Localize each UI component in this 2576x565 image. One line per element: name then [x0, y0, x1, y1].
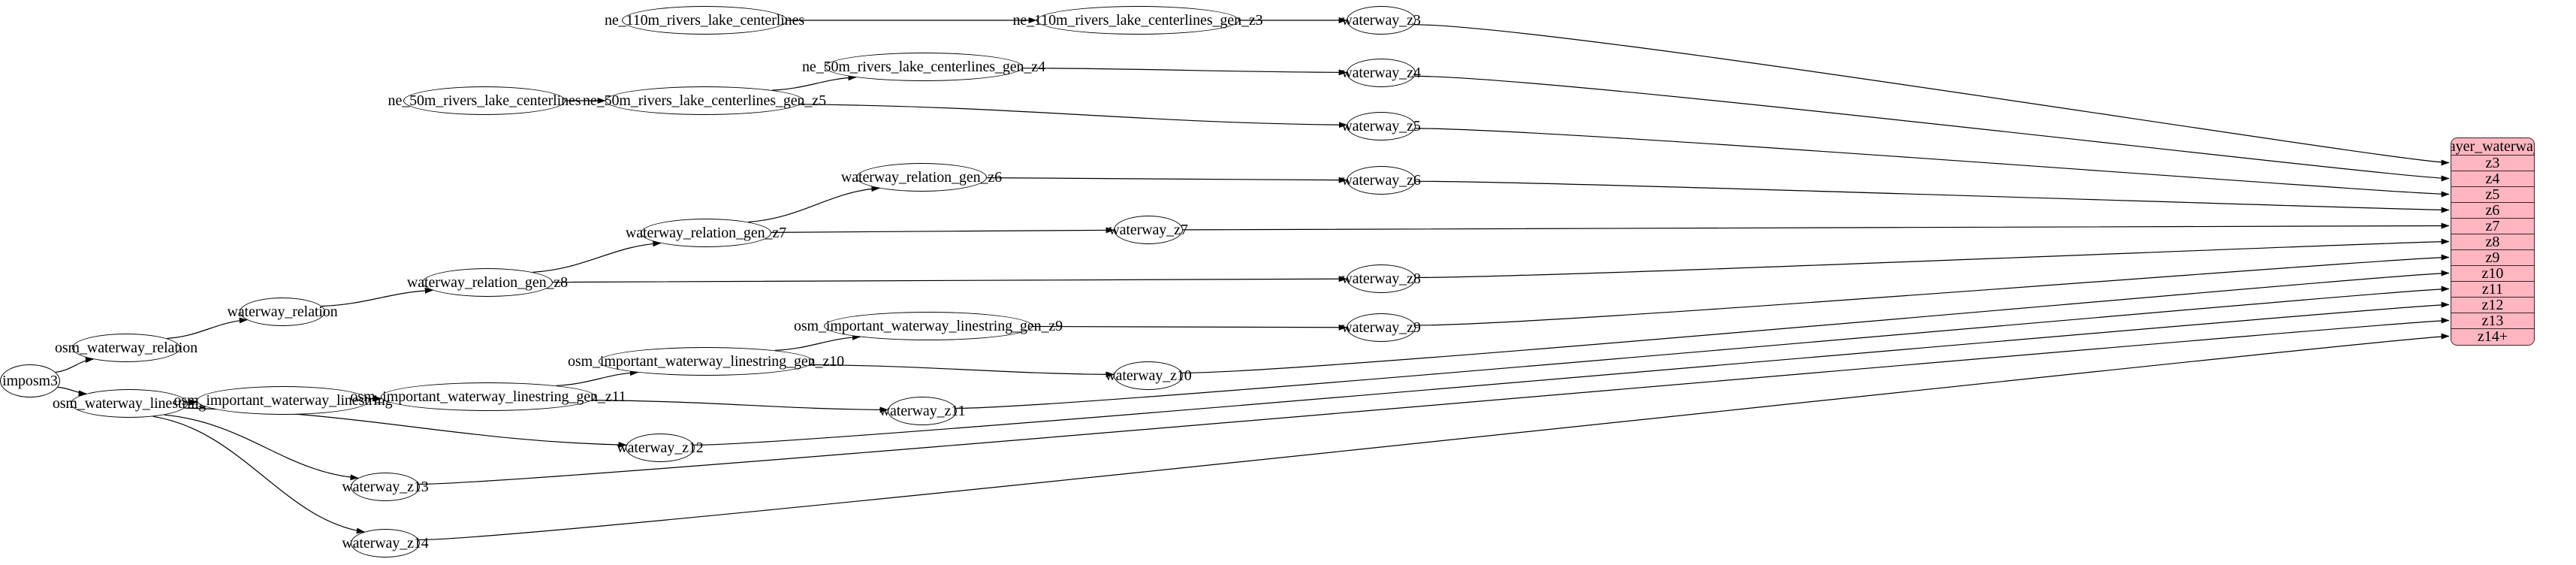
node-waterway_z13[interactable]: waterway_z13 — [342, 473, 429, 501]
node-label: waterway_z4 — [1341, 65, 1421, 81]
node-label: waterway_z5 — [1341, 118, 1421, 134]
node-label: osm_important_waterway_linestring — [173, 392, 393, 409]
node-waterway_z7[interactable]: waterway_z7 — [1109, 216, 1188, 244]
node-waterway_relation_gen_z7[interactable]: waterway_relation_gen_z7 — [626, 219, 786, 247]
node-label: waterway_relation_gen_z6 — [840, 169, 1003, 186]
node-label: ne_110m_rivers_lake_centerlines — [604, 12, 805, 29]
node-waterway_z4[interactable]: waterway_z4 — [1341, 59, 1421, 87]
node-osm_important_waterway_linestring[interactable]: osm_important_waterway_linestring — [173, 386, 393, 415]
node-osm_waterway_linestring[interactable]: osm_waterway_linestring — [53, 389, 206, 418]
node-waterway_z10[interactable]: waterway_z10 — [1105, 361, 1192, 390]
record-row-z10[interactable]: z10 — [2451, 265, 2534, 282]
record-row-z13[interactable]: z13 — [2451, 313, 2534, 329]
node-label: imposm3 — [2, 373, 58, 389]
node-waterway_z9[interactable]: waterway_z9 — [1341, 313, 1421, 342]
node-waterway_z8[interactable]: waterway_z8 — [1341, 264, 1421, 293]
node-osm_important_waterway_linestring_gen_z10[interactable]: osm_important_waterway_linestring_gen_z1… — [568, 347, 844, 376]
node-label: ne_50m_rivers_lake_centerlines_gen_z5 — [583, 92, 826, 109]
node-label: waterway_z6 — [1341, 172, 1421, 189]
record-row-z7[interactable]: z7 — [2451, 218, 2534, 234]
node-ne_50m_rivers_lake_centerlines_gen_z4[interactable]: ne_50m_rivers_lake_centerlines_gen_z4 — [802, 53, 1045, 81]
node-ne_50m_rivers_lake_centerlines[interactable]: ne_50m_rivers_lake_centerlines — [388, 86, 581, 115]
node-label: ne_50m_rivers_lake_centerlines — [388, 92, 581, 109]
node-imposm3[interactable]: imposm3 — [0, 364, 60, 397]
node-ne_110m_rivers_lake_centerlines_gen_z3[interactable]: ne_110m_rivers_lake_centerlines_gen_z3 — [1012, 6, 1263, 35]
node-waterway_z5[interactable]: waterway_z5 — [1341, 112, 1421, 140]
record-row-z12[interactable]: z12 — [2451, 297, 2534, 313]
node-label: waterway_z3 — [1341, 12, 1421, 29]
node-osm_important_waterway_linestring_gen_z11[interactable]: osm_important_waterway_linestring_gen_z1… — [350, 382, 626, 411]
node-label: ne_50m_rivers_lake_centerlines_gen_z4 — [802, 59, 1045, 75]
node-label: waterway_z12 — [617, 440, 704, 456]
node-waterway_z6[interactable]: waterway_z6 — [1341, 166, 1421, 195]
record-row-z9[interactable]: z9 — [2451, 249, 2534, 266]
node-waterway_z12[interactable]: waterway_z12 — [617, 434, 704, 462]
node-label: osm_important_waterway_linestring_gen_z9 — [793, 318, 1063, 334]
node-ne_110m_rivers_lake_centerlines[interactable]: ne_110m_rivers_lake_centerlines — [605, 6, 804, 35]
node-waterway_relation_gen_z6[interactable]: waterway_relation_gen_z6 — [841, 163, 1002, 192]
node-waterway_z11[interactable]: waterway_z11 — [879, 397, 965, 425]
node-waterway_z14[interactable]: waterway_z14 — [342, 529, 429, 557]
record-row-z11[interactable]: z11 — [2451, 281, 2534, 298]
record-row-z5[interactable]: z5 — [2451, 186, 2534, 203]
node-osm_waterway_relation[interactable]: osm_waterway_relation — [55, 334, 198, 362]
node-label: waterway_relation_gen_z8 — [406, 274, 569, 291]
node-waterway_relation_gen_z8[interactable]: waterway_relation_gen_z8 — [407, 268, 568, 297]
node-label: waterway_z9 — [1341, 319, 1421, 336]
node-label: ne_110m_rivers_lake_centerlines_gen_z3 — [1012, 12, 1263, 29]
node-label: waterway_z14 — [342, 535, 429, 551]
node-label: waterway_z8 — [1341, 270, 1421, 287]
node-label: waterway_relation — [227, 304, 338, 320]
node-label: osm_waterway_relation — [54, 340, 198, 356]
record-title: layer_waterway — [2451, 138, 2534, 156]
node-ne_50m_rivers_lake_centerlines_gen_z5[interactable]: ne_50m_rivers_lake_centerlines_gen_z5 — [583, 86, 826, 115]
node-label: osm_waterway_linestring — [52, 395, 207, 412]
record-layer-waterway[interactable]: layer_waterway z3z4z5z6z7z8z9z10z11z12z1… — [2451, 137, 2535, 346]
record-row-z6[interactable]: z6 — [2451, 202, 2534, 219]
node-waterway_z3[interactable]: waterway_z3 — [1341, 6, 1421, 35]
node-waterway_relation[interactable]: waterway_relation — [227, 298, 338, 326]
record-row-z8[interactable]: z8 — [2451, 234, 2534, 250]
node-label: waterway_z11 — [879, 403, 966, 419]
node-label: waterway_z10 — [1105, 367, 1192, 384]
node-label: waterway_relation_gen_z7 — [625, 225, 787, 241]
node-label: waterway_z7 — [1109, 222, 1188, 238]
record-row-z14plus[interactable]: z14+ — [2451, 328, 2534, 345]
node-label: waterway_z13 — [342, 479, 429, 495]
record-row-z3[interactable]: z3 — [2451, 155, 2534, 171]
node-label: osm_important_waterway_linestring_gen_z1… — [567, 353, 845, 370]
record-row-z4[interactable]: z4 — [2451, 171, 2534, 187]
node-osm_important_waterway_linestring_gen_z9[interactable]: osm_important_waterway_linestring_gen_z9 — [794, 312, 1063, 340]
node-label: osm_important_waterway_linestring_gen_z1… — [350, 388, 626, 405]
